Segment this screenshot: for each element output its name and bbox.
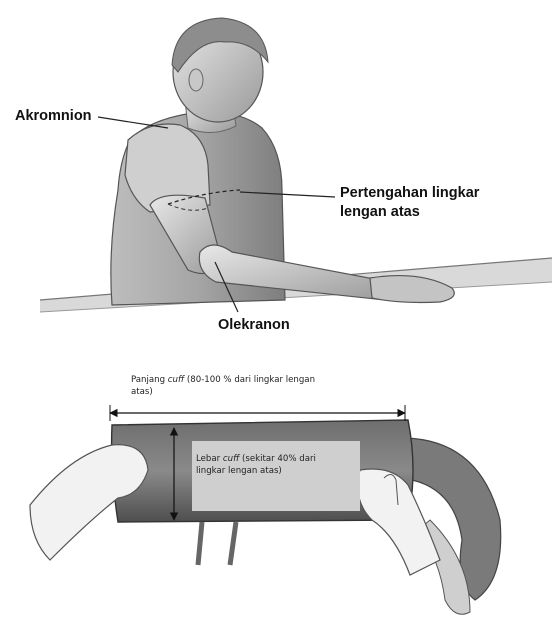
cuff-width-line1: Lebar cuff (sekitar 40% dari [196,453,358,465]
mid-arm-label-line1: Pertengahan lingkar [340,184,479,203]
cuff-length-line1: Panjang cuff (80-100 % dari lingkar leng… [131,374,421,386]
mid-arm-label-line2: lengan atas [340,203,479,222]
cuff-width-label: Lebar cuff (sekitar 40% dari lingkar len… [196,453,358,477]
cuff-width-line2: lingkar lengan atas) [196,465,358,477]
olekranon-label: Olekranon [218,316,290,335]
akromnion-label: Akromnion [15,107,92,126]
cuff-length-line2: atas) [131,386,421,398]
cuff-length-label: Panjang cuff (80-100 % dari lingkar leng… [131,374,421,398]
boy-figure [40,18,552,312]
mid-arm-label: Pertengahan lingkar lengan atas [340,184,479,222]
